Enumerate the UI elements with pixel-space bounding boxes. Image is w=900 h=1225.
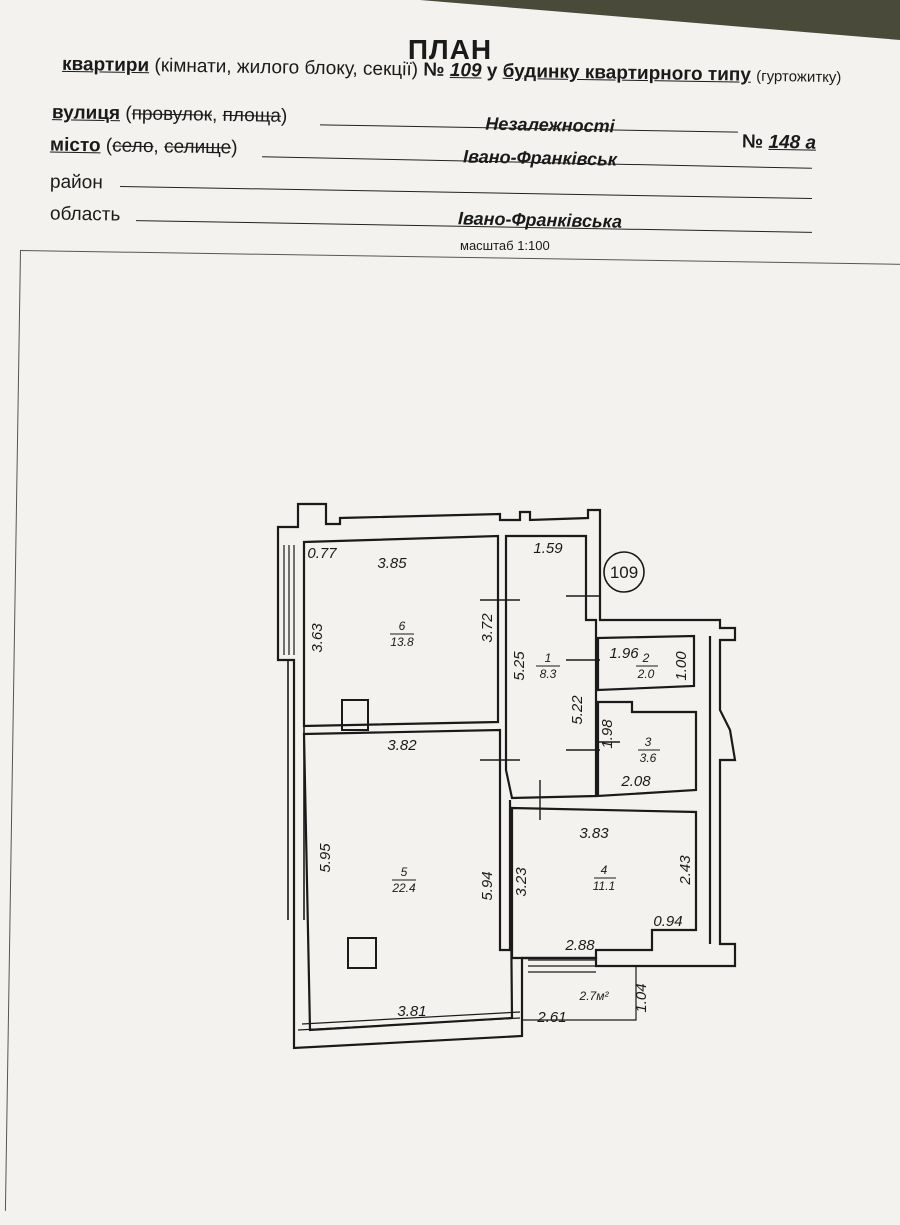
- room-2-number: 2: [642, 651, 650, 665]
- left-window-lower: [287, 660, 305, 920]
- room-3-wall: [596, 700, 698, 798]
- dim-5-25: 5.25: [511, 651, 528, 681]
- dimension-labels: 0.77 3.85 3.63 3.72 1.59 5.25 1.96 1.00 …: [307, 540, 694, 1026]
- dim-5-94: 5.94: [479, 871, 496, 900]
- room-6-area: 13.8: [390, 635, 414, 649]
- room-3-number: 3: [645, 735, 652, 749]
- balcony-area: 2.7м²: [579, 989, 610, 1003]
- balcony-rail: [521, 959, 637, 1034]
- scale-label: масштаб 1:100: [460, 238, 550, 253]
- bottom-window: [297, 1011, 521, 1031]
- dim-3-85: 3.85: [377, 555, 407, 572]
- room-6-number: 6: [399, 619, 406, 633]
- room-5-area: 22.4: [391, 881, 416, 895]
- dim-2-61: 2.61: [536, 1009, 566, 1026]
- dim-2-43: 2.43: [677, 855, 694, 886]
- floor-plan: 109 6 13.8 1 8.3 2 2.0 3 3.6 5 22.4 4 11…: [276, 502, 737, 1050]
- room-4-number: 4: [601, 863, 608, 877]
- shaft-room-6: [341, 699, 369, 731]
- dim-3-63: 3.63: [309, 623, 326, 653]
- dim-0-77: 0.77: [307, 545, 337, 562]
- room-2-area: 2.0: [637, 667, 655, 681]
- room-5-number: 5: [401, 865, 408, 879]
- dim-3-81: 3.81: [397, 1003, 426, 1020]
- document-title: ПЛАН: [407, 34, 493, 65]
- dim-1-96: 1.96: [609, 645, 639, 662]
- background-corner: [420, 0, 900, 40]
- dim-3-23: 3.23: [513, 867, 530, 897]
- dim-3-72: 3.72: [479, 613, 496, 643]
- room-4-area: 11.1: [593, 879, 615, 893]
- apartment-badge-circle: [603, 551, 645, 593]
- dim-1-00: 1.00: [673, 651, 690, 681]
- corridor-wall: [504, 534, 598, 800]
- dim-1-04: 1.04: [633, 983, 650, 1012]
- room-4-wall: [510, 806, 698, 960]
- dim-1-59: 1.59: [533, 540, 563, 557]
- left-window: [283, 545, 295, 655]
- room-2-wall: [596, 634, 696, 692]
- room-3-area: 3.6: [640, 751, 657, 765]
- dim-5-22: 5.22: [569, 695, 586, 725]
- dim-2-88: 2.88: [564, 937, 595, 954]
- dim-2-08: 2.08: [620, 773, 651, 790]
- shaft-room-5: [347, 937, 377, 969]
- dim-0-94: 0.94: [653, 913, 682, 930]
- room-labels: 6 13.8 1 8.3 2 2.0 3 3.6 5 22.4 4 11.1 2…: [390, 619, 660, 1003]
- room-1-area: 8.3: [540, 667, 557, 681]
- door-mark: [480, 595, 620, 820]
- dim-1-98: 1.98: [599, 719, 616, 749]
- dim-3-83: 3.83: [579, 825, 609, 842]
- dim-3-82: 3.82: [387, 737, 417, 754]
- document-header: ПЛАН квартири (кімнати, жилого блоку, се…: [0, 0, 900, 260]
- room-1-number: 1: [545, 651, 552, 665]
- apartment-badge: 109: [610, 563, 638, 582]
- dim-5-95: 5.95: [317, 843, 334, 873]
